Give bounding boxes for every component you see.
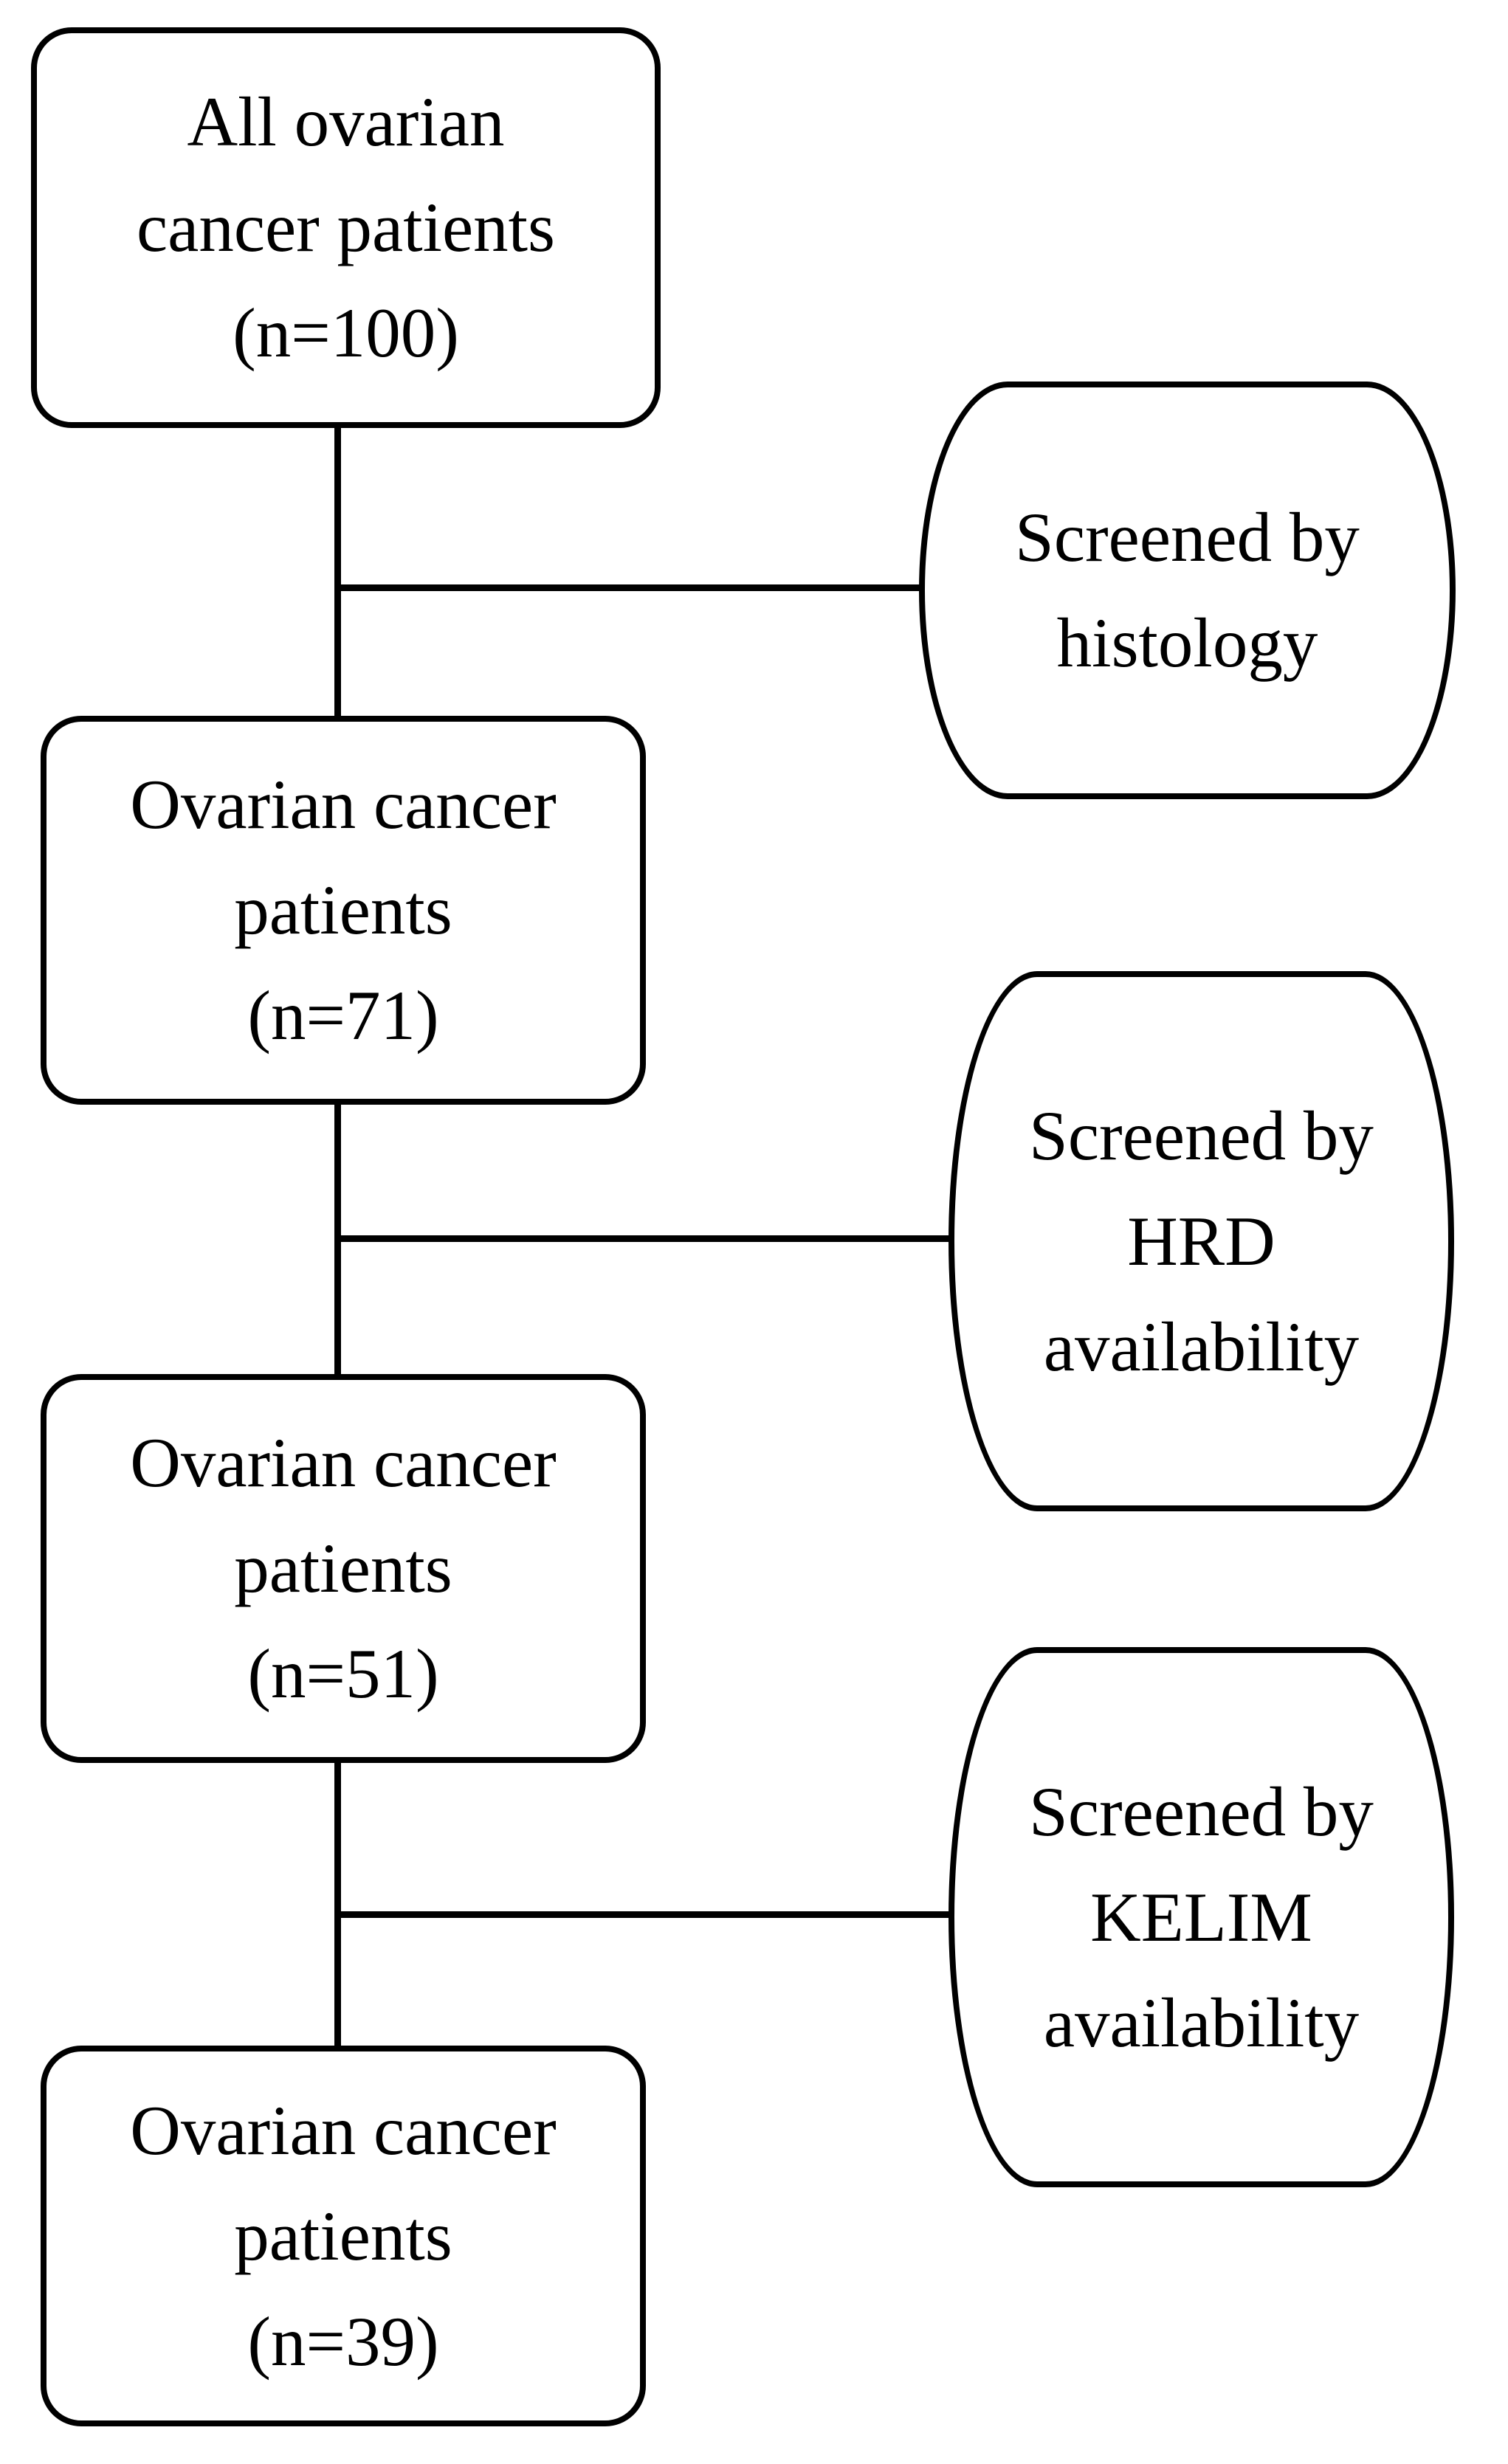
box-patients-n51: Ovarian cancer patients (n=51) (41, 1374, 646, 1763)
connector-vertical-3 (334, 1763, 341, 2049)
box-text-line: (n=39) (247, 2302, 439, 2381)
box-text-line: Screened by (1029, 1772, 1374, 1851)
connector-vertical-1 (334, 428, 341, 719)
box-text-line: Ovarian cancer (130, 2091, 557, 2170)
connector-vertical-2 (334, 1063, 341, 1378)
box-text-line: (n=100) (233, 294, 459, 372)
box-screened-by-histology: Screened by histology (919, 382, 1456, 799)
box-text-line: (n=51) (247, 1635, 439, 1713)
box-all-ovarian-cancer-patients: All ovarian cancer patients (n=100) (31, 27, 661, 428)
box-text-line: patients (234, 871, 452, 949)
box-text-line: availability (1043, 1983, 1360, 2062)
box-text-line: patients (234, 1529, 452, 1607)
box-screened-by-kelim: Screened by KELIM availability (948, 1647, 1454, 2187)
connector-branch-histology (337, 584, 928, 591)
box-text-line: Screened by (1029, 1096, 1374, 1175)
box-patients-n39: Ovarian cancer patients (n=39) (41, 2046, 646, 2426)
box-text-line: Screened by (1015, 498, 1360, 576)
box-text-line: Ovarian cancer (130, 765, 557, 843)
box-text-line: patients (234, 2196, 452, 2275)
box-text-line: HRD (1127, 1201, 1275, 1280)
box-screened-by-hrd: Screened by HRD availability (948, 971, 1454, 1511)
box-text-line: All ovarian (187, 83, 505, 161)
box-text-line: (n=71) (247, 976, 439, 1055)
box-text-line: availability (1043, 1307, 1360, 1386)
box-text-line: cancer patients (136, 188, 556, 266)
box-text-line: histology (1056, 604, 1318, 682)
box-patients-n71: Ovarian cancer patients (n=71) (41, 716, 646, 1105)
connector-branch-hrd (337, 1235, 963, 1242)
box-text-line: Ovarian cancer (130, 1423, 557, 1502)
connector-branch-kelim (337, 1911, 963, 1918)
box-text-line: KELIM (1090, 1877, 1312, 1956)
